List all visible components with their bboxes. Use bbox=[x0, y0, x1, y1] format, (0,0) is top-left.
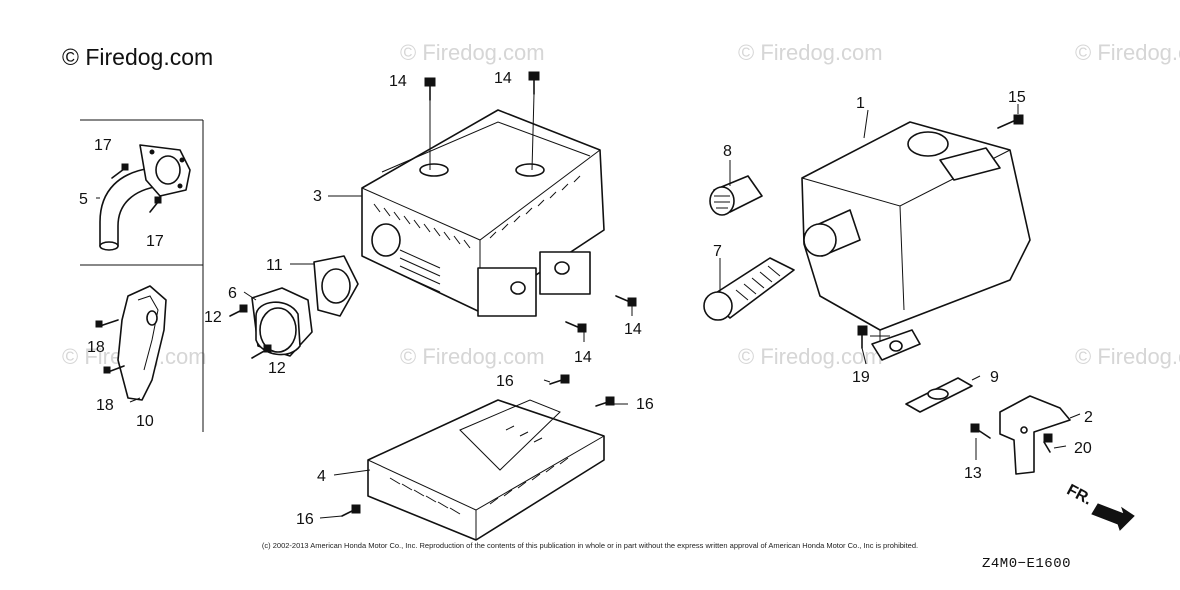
callout-14: 14 bbox=[389, 73, 407, 90]
direction-label: FR. bbox=[1064, 481, 1095, 508]
callout-20: 20 bbox=[1074, 440, 1092, 457]
leader-lines bbox=[96, 104, 1081, 519]
copyright-notice: (c) 2002-2013 American Honda Motor Co., … bbox=[261, 541, 919, 550]
watermark: © Firedog.com bbox=[1075, 344, 1180, 369]
watermark: © Firedog.com bbox=[738, 40, 883, 65]
callout-8: 8 bbox=[723, 143, 732, 160]
callout-14: 14 bbox=[494, 70, 512, 87]
diagram-code: Z4M0−E1600 bbox=[982, 556, 1072, 572]
callout-19: 19 bbox=[852, 369, 870, 386]
callout-11: 11 bbox=[266, 257, 283, 274]
bolt-17 bbox=[111, 163, 129, 179]
bolt-16 bbox=[341, 504, 361, 517]
callout-3: 3 bbox=[313, 188, 322, 205]
callout-13: 13 bbox=[964, 465, 982, 482]
part-7-spark-arrester-screen bbox=[703, 257, 795, 321]
front-direction-arrow: FR. bbox=[1064, 481, 1135, 531]
part-2-bracket bbox=[999, 395, 1071, 475]
watermark: © Firedog.com bbox=[738, 344, 883, 369]
bolt-14 bbox=[565, 321, 587, 333]
bolt-12 bbox=[251, 344, 272, 359]
bolt-16 bbox=[595, 396, 615, 407]
callout-16: 16 bbox=[296, 511, 314, 528]
callout-15: 15 bbox=[1008, 89, 1026, 106]
callout-1: 1 bbox=[856, 95, 865, 112]
callout-18: 18 bbox=[87, 339, 105, 356]
watermark: © Firedog.com bbox=[1075, 40, 1180, 65]
part-10-shroud bbox=[117, 285, 167, 401]
part-3-muffler-protector bbox=[361, 109, 605, 317]
part-9-gasket bbox=[905, 377, 973, 413]
callout-9: 9 bbox=[990, 369, 999, 386]
callout-5: 5 bbox=[79, 191, 88, 208]
part-1-muffler bbox=[801, 121, 1031, 361]
callout-6: 6 bbox=[228, 285, 237, 302]
brand-logo-text: © Firedog.com bbox=[62, 44, 214, 70]
callout-2: 2 bbox=[1084, 409, 1093, 426]
bolt-16 bbox=[549, 374, 570, 385]
bolt-15 bbox=[997, 114, 1024, 129]
bolt-18 bbox=[103, 365, 125, 374]
bolt-14 bbox=[615, 295, 637, 307]
callout-7: 7 bbox=[713, 243, 722, 260]
bolt-17 bbox=[149, 196, 162, 213]
watermark: © Firedog.com bbox=[400, 40, 545, 65]
part-5-elbow-pipe bbox=[99, 144, 191, 251]
callout-12: 12 bbox=[204, 309, 222, 326]
nut-19 bbox=[857, 325, 868, 349]
part-11-gasket bbox=[313, 255, 359, 317]
part-8-spark-arrester-cap bbox=[709, 175, 763, 216]
part-6-muffler-cap bbox=[251, 287, 313, 357]
bolt-20 bbox=[1043, 433, 1053, 453]
callout-17: 17 bbox=[94, 137, 112, 154]
bolt-18 bbox=[95, 319, 119, 328]
bolt-12 bbox=[229, 304, 248, 317]
callout-18: 18 bbox=[96, 397, 114, 414]
callout-10: 10 bbox=[136, 413, 154, 430]
part-4-lower-protector bbox=[367, 399, 605, 541]
bolt-14 bbox=[528, 71, 540, 171]
callout-16: 16 bbox=[496, 373, 514, 390]
bolt-13 bbox=[970, 423, 991, 439]
callout-17: 17 bbox=[146, 233, 164, 250]
callout-12: 12 bbox=[268, 360, 286, 377]
callout-14: 14 bbox=[574, 349, 592, 366]
callout-14: 14 bbox=[624, 321, 642, 338]
bolt-14 bbox=[424, 77, 436, 170]
callout-4: 4 bbox=[317, 468, 326, 485]
callout-16: 16 bbox=[636, 396, 654, 413]
watermark: © Firedog.com bbox=[400, 344, 545, 369]
